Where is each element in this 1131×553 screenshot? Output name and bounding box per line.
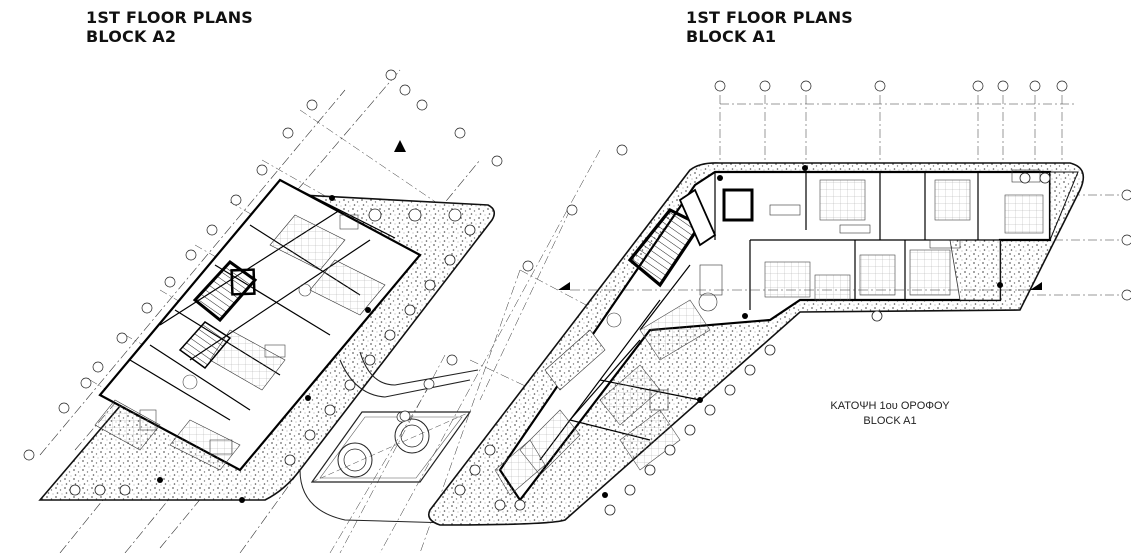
heading-a1-line1: 1ST FLOOR PLANS — [686, 8, 854, 27]
block-a2-grid-bubbles — [23, 69, 503, 461]
heading-a2-line1: 1ST FLOOR PLANS — [86, 8, 254, 27]
heading-block-a2: 1ST FLOOR PLANS BLOCK A2 — [86, 8, 253, 46]
block-a1-top-bubbles — [714, 80, 1131, 301]
caption-line2: BLOCK A1 — [863, 415, 917, 427]
block-a1-lift — [722, 188, 754, 222]
caption-line1: ΚΑΤΟΨΗ 1ου ΟΡΟΦΟΥ — [830, 400, 950, 412]
heading-block-a1: 1ST FLOOR PLANS BLOCK A1 — [686, 8, 853, 46]
drawing-caption: ΚΑΤΟΨΗ 1ου ΟΡΟΦΟΥ BLOCK A1 — [810, 399, 970, 429]
block-a2-plan — [23, 69, 503, 553]
block-a1-plan — [329, 80, 1131, 553]
heading-a2-line2: BLOCK A2 — [86, 27, 177, 46]
heading-a1-line2: BLOCK A1 — [686, 27, 777, 46]
walkway — [339, 359, 471, 398]
entrance-lobby — [310, 411, 472, 483]
